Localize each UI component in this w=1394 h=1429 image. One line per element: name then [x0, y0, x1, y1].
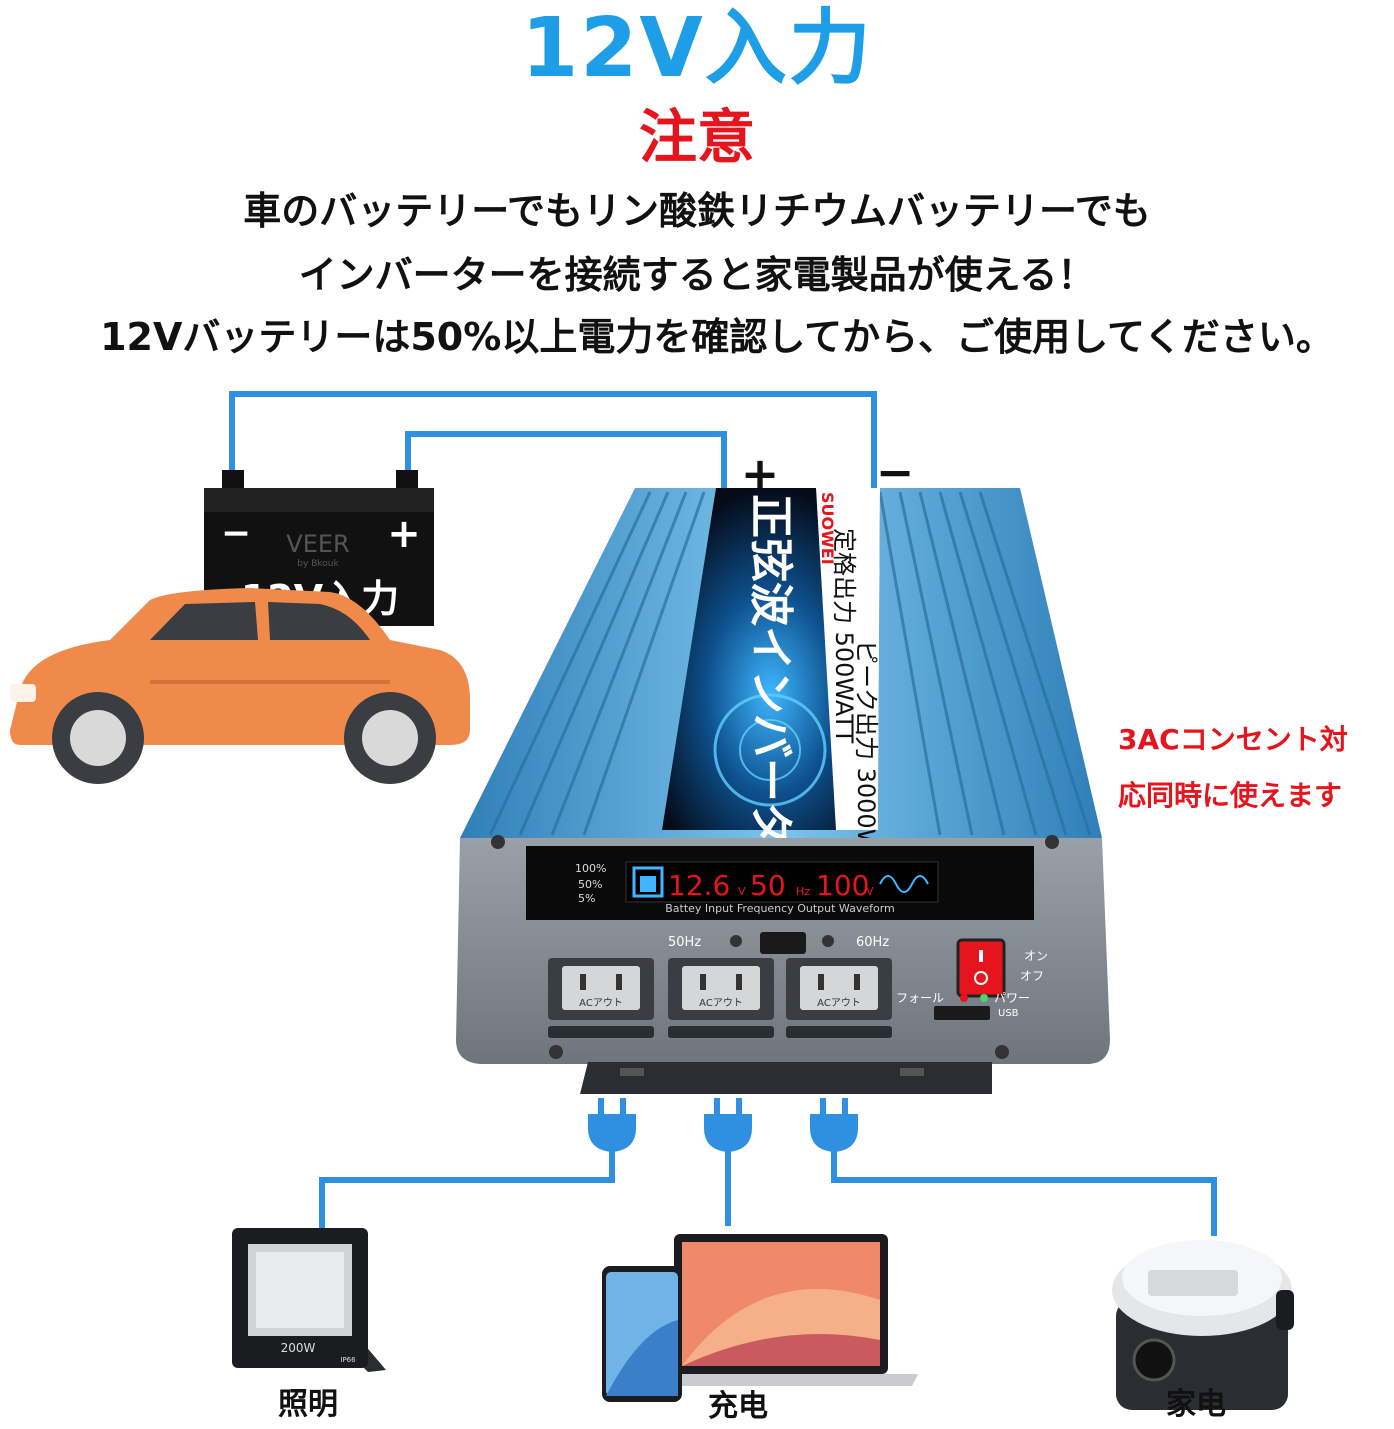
ac-outlet-2-label: ACアウト: [699, 997, 743, 1009]
power-led: [980, 994, 988, 1002]
floodlight-watt: 200W: [281, 1341, 316, 1355]
battery-wires: [229, 391, 877, 490]
ac-outlet-2[interactable]: ACアウト: [668, 958, 774, 1020]
floodlight-icon: 200W IP66: [232, 1228, 386, 1372]
caption-appliance: 家电: [1166, 1387, 1226, 1422]
side-note-line-1: 3ACコンセント対: [1118, 723, 1348, 756]
display-frequency-unit: Hz: [796, 885, 810, 898]
ac-outlet-3[interactable]: ACアウト: [786, 958, 892, 1020]
caption-lighting: 照明: [278, 1387, 338, 1422]
switch-on-label: オン: [1024, 949, 1048, 963]
battery-plus: +: [387, 511, 421, 557]
ac-outlet-1-label: ACアウト: [579, 997, 623, 1009]
display-output: 100: [816, 869, 869, 902]
fault-led: [960, 994, 968, 1002]
power-switch[interactable]: [956, 938, 1006, 998]
side-note-line-2: 応同時に使えます: [1118, 779, 1343, 812]
display-voltage: 12.6: [668, 869, 730, 902]
notice-heading: 注意: [638, 103, 755, 171]
notice-line-2: インバーターを接続すると家電製品が使える！: [298, 253, 1096, 297]
fault-label: フォール: [896, 991, 944, 1005]
inverter-brand: SUOWEI: [818, 492, 837, 565]
notice-line-3: 12Vバッテリーは50%以上電力を確認してから、ご使用してください。: [100, 315, 1334, 359]
car-illustration: [10, 588, 470, 784]
battery-minus: −: [221, 513, 251, 554]
freq-50hz-label: 50Hz: [668, 935, 701, 950]
inverter: 正弦波インバーター 定格出力 500WATT ピーク出力 3000WATT SU…: [456, 488, 1110, 1094]
inverter-panel-title: 正弦波インバーター: [745, 494, 796, 890]
frequency-switch[interactable]: [760, 932, 806, 954]
page-title: 12V入力: [521, 1, 873, 96]
caption-charging: 充电: [708, 1389, 768, 1424]
battery-level-50: 50%: [578, 878, 602, 891]
plug-icon-3: [810, 1098, 858, 1152]
battery-level-5: 5%: [578, 892, 595, 905]
rice-cooker-icon: [1112, 1240, 1294, 1410]
usb-label: USB: [998, 1008, 1019, 1019]
power-label: パワー: [994, 991, 1030, 1005]
battery-brand: VEER: [286, 530, 349, 558]
ac-outlet-1[interactable]: ACアウト: [548, 958, 654, 1020]
plug-icon-2: [704, 1098, 752, 1152]
freq-60hz-label: 60Hz: [856, 935, 889, 950]
usb-port[interactable]: [934, 1006, 990, 1020]
battery-level-100: 100%: [575, 862, 606, 875]
display-labels: Battey Input Frequency Output Waveform: [665, 902, 895, 915]
display-frequency: 50: [750, 869, 786, 902]
ac-outlet-3-label: ACアウト: [817, 997, 861, 1009]
laptop-phone-icon: [602, 1234, 918, 1402]
floodlight-ip: IP66: [340, 1356, 356, 1364]
inverter-rated-output: 定格出力 500WATT: [830, 528, 858, 744]
battery-brand-sub: by Bkouk: [297, 559, 339, 569]
display-output-unit: V: [866, 885, 874, 898]
display-voltage-unit: V: [738, 885, 746, 898]
output-wires: [319, 1150, 1217, 1236]
waveform-icon: [879, 875, 929, 893]
plug-icon-1: [588, 1098, 636, 1152]
switch-off-label: オフ: [1020, 969, 1044, 983]
notice-line-1: 車のバッテリーでもリン酸鉄リチウムバッテリーでも: [243, 189, 1151, 233]
